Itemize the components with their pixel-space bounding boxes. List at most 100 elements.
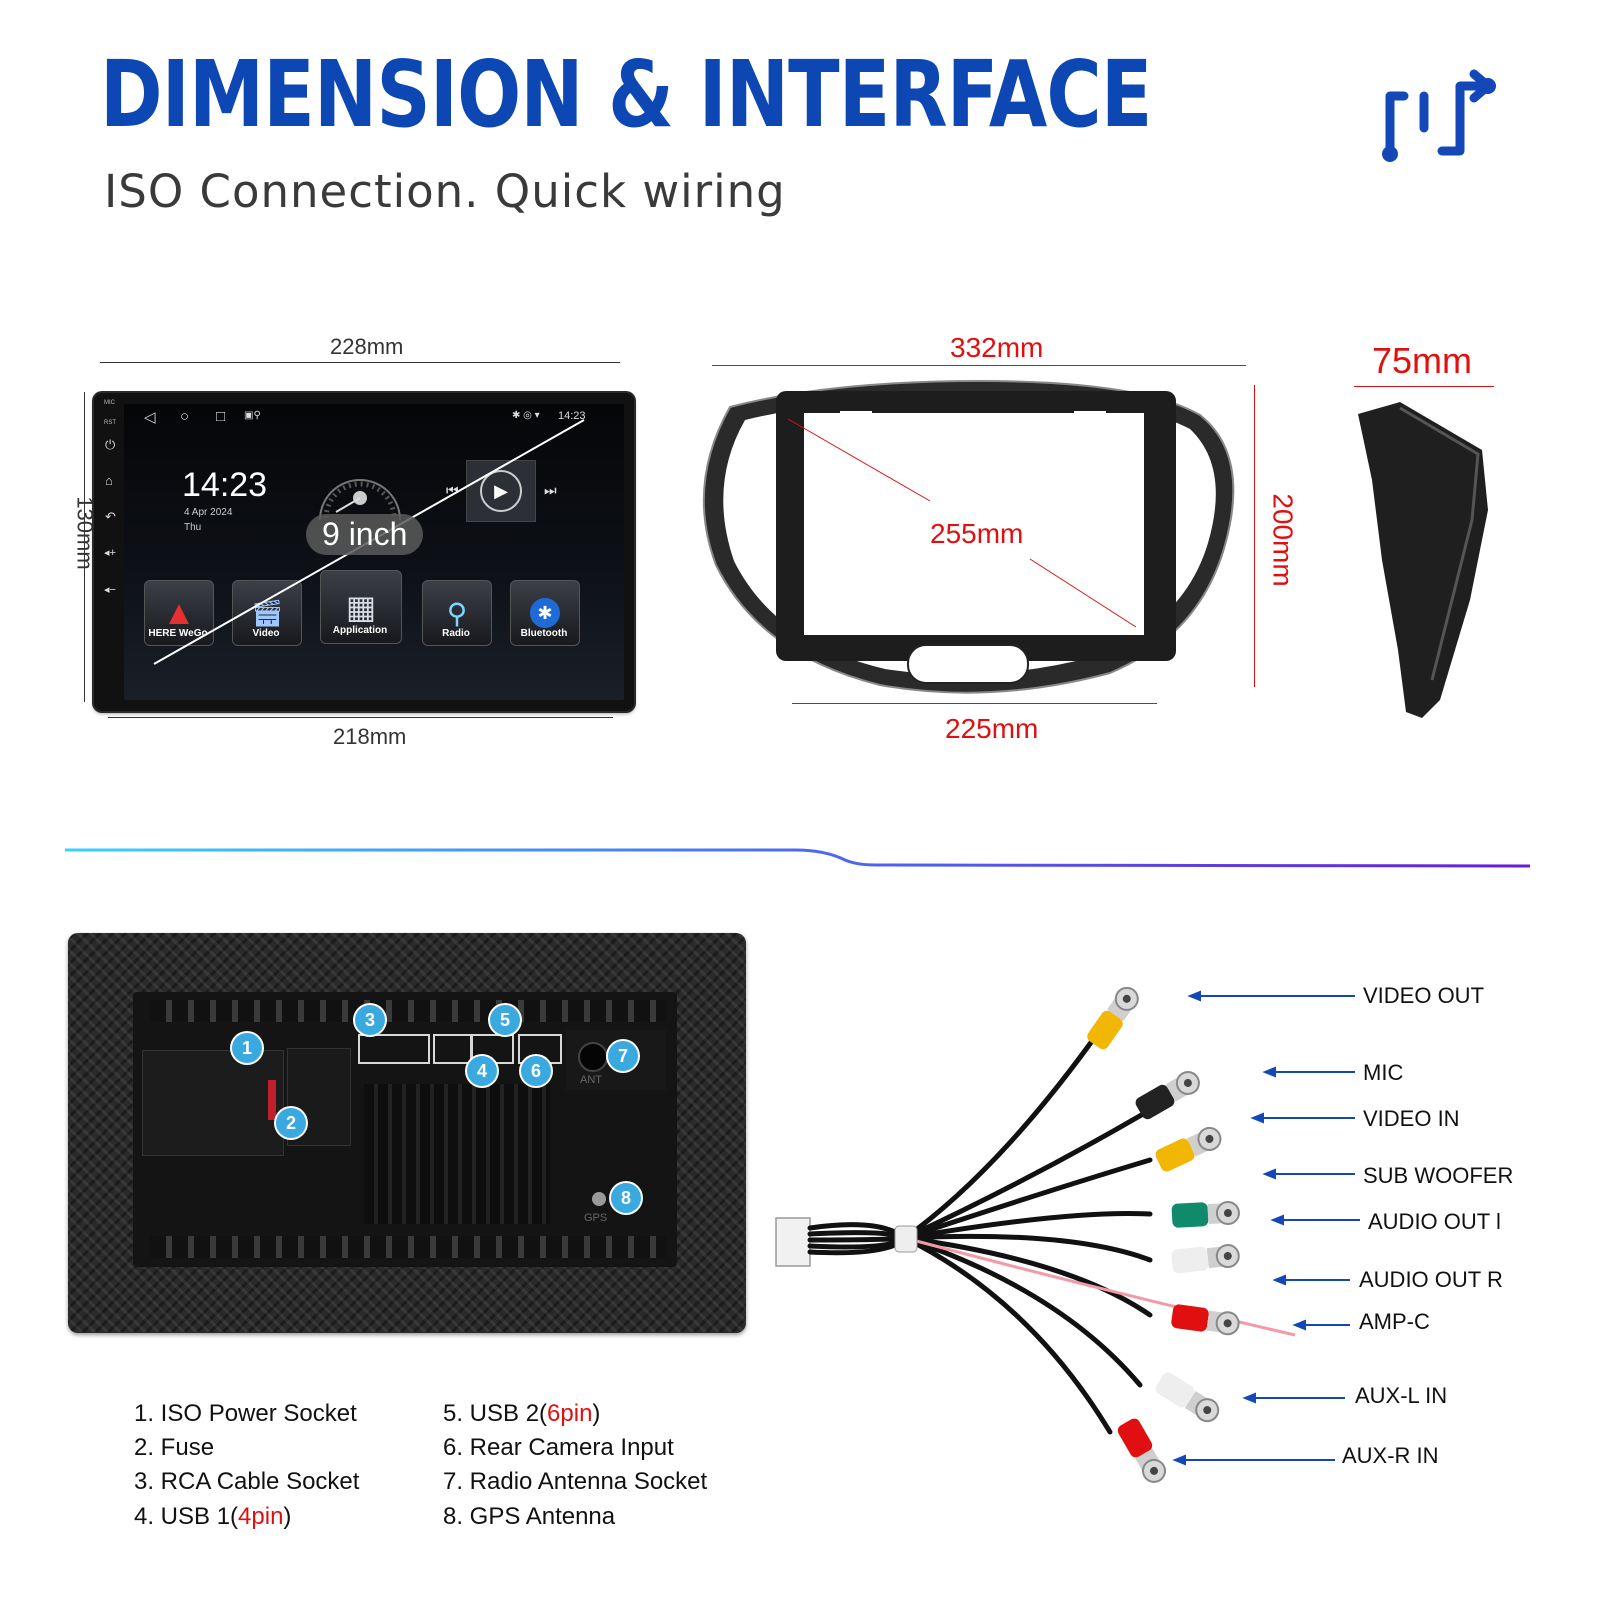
gps-label: GPS	[584, 1212, 608, 1224]
legend-item-5-close: )	[592, 1400, 601, 1427]
app-radio[interactable]: ⚲	[422, 580, 492, 646]
frame-height-line	[1254, 385, 1255, 687]
connection-arrow-icon	[1382, 69, 1496, 162]
antenna-label: ANT	[580, 1074, 602, 1086]
bluetooth-icon: ✱	[530, 598, 560, 628]
unit-width-bottom-label: 218mm	[333, 724, 407, 749]
frame-side-profile	[1358, 402, 1488, 718]
gps-antenna-socket[interactable]	[592, 1192, 606, 1206]
cable-label-video-out: VIDEO OUT	[1363, 983, 1485, 1008]
rca-cable	[775, 981, 1360, 1488]
app-label-application: Application	[332, 625, 388, 636]
cable-label-aux-l-in: AUX-L IN	[1355, 1383, 1448, 1408]
cable-label-aux-r-in: AUX-R IN	[1342, 1443, 1439, 1468]
port-marker-6: 6	[521, 1056, 551, 1086]
unit-width-top-label: 228mm	[330, 334, 404, 359]
audio-out-l-plug	[1169, 1241, 1241, 1275]
depth-label: 75mm	[1372, 340, 1473, 381]
legend-item-5-text: 5. USB 2(	[443, 1400, 548, 1427]
navigation-icon: ▲	[162, 593, 196, 632]
cable-label-audio-out-l: AUDIO OUT l	[1368, 1209, 1501, 1234]
video-in-plug	[1152, 1122, 1226, 1175]
frame-width-top-label: 332mm	[950, 332, 1044, 363]
port-marker-1: 1	[232, 1033, 262, 1063]
port-marker-3: 3	[355, 1005, 385, 1035]
port-marker-5: 5	[490, 1005, 520, 1035]
status-time: 14:23	[558, 410, 586, 422]
rst-button[interactable]: RST	[104, 420, 116, 426]
section-separator	[65, 848, 1530, 868]
status-icons: ✱ ◎ ▾	[512, 410, 540, 421]
screen: ◁ ○ □ ▣⚲ ✱ ◎ ▾ 14:23 14:23 4 Apr 2024 Th…	[124, 404, 624, 700]
cable-label-mic: MIC	[1363, 1060, 1404, 1085]
app-label-bluetooth: Bluetooth	[520, 628, 568, 639]
back-icon[interactable]: ↶	[105, 509, 116, 524]
frame-diagonal-label: 255mm	[930, 518, 1024, 549]
cable-label-sub-woofer: SUB WOOFER	[1363, 1163, 1514, 1188]
video-icon: 🎬︎	[250, 597, 284, 628]
legend-item-2: 2. Fuse	[134, 1434, 215, 1461]
fuse	[268, 1080, 276, 1120]
rca-cable-socket[interactable]	[358, 1034, 430, 1064]
aux-r-in-plug	[1114, 1415, 1171, 1488]
mic-button[interactable]: MIC	[104, 400, 115, 406]
volume-down-icon[interactable]: ◂−	[104, 584, 116, 596]
port-marker-2: 2	[276, 1108, 306, 1138]
legend-item-7: 7. Radio Antenna Socket	[443, 1468, 708, 1495]
legend-item-1: 1. ISO Power Socket	[134, 1400, 357, 1427]
mic-plug	[1132, 1066, 1205, 1123]
cable-label-amp-c: AMP-C	[1359, 1309, 1430, 1334]
app-label-here-wego: HERE WeGo	[148, 628, 208, 639]
video-out-plug	[1083, 981, 1144, 1053]
bottom-rail	[150, 1236, 666, 1258]
app-here-wego[interactable]: ▲	[144, 580, 214, 646]
home-icon[interactable]: ⌂	[105, 473, 113, 488]
usb-status-icon: ▣⚲	[244, 410, 261, 421]
legend-item-5: 5. USB 2(6pin)	[443, 1400, 600, 1428]
app-label-video: Video	[252, 628, 280, 639]
legend-item-8: 8. GPS Antenna	[443, 1503, 616, 1530]
frame-width-bottom-label: 225mm	[945, 713, 1039, 744]
iso-power-socket[interactable]	[142, 1050, 284, 1156]
frame-height-label: 200mm	[1267, 493, 1299, 587]
legend-item-4-pin: 4pin	[238, 1503, 284, 1530]
height-line	[84, 392, 85, 702]
play-icon[interactable]: ▶	[480, 470, 522, 512]
speedometer-icon	[319, 479, 401, 521]
radio-icon: ⚲	[446, 597, 468, 629]
aux-l-in-plug	[1152, 1369, 1224, 1428]
radio-antenna-socket[interactable]	[578, 1042, 608, 1072]
legend-item-4-close: )	[283, 1503, 292, 1530]
frame-width-bottom-line	[792, 703, 1157, 704]
next-track-icon[interactable]: ⏭	[544, 482, 557, 498]
nav-recent-icon[interactable]: □	[216, 408, 226, 425]
port-marker-8: 8	[611, 1183, 641, 1213]
harness-plug	[775, 1217, 811, 1267]
legend-item-6: 6. Rear Camera Input	[443, 1434, 674, 1461]
app-application[interactable]: ▦	[320, 570, 402, 644]
heatsink	[364, 1084, 550, 1224]
date: 4 Apr 2024	[184, 507, 233, 518]
weekday: Thu	[184, 522, 202, 533]
legend-item-4-text: 4. USB 1(	[134, 1503, 239, 1530]
top-rail	[150, 1000, 666, 1022]
nav-back-icon[interactable]: ◁	[144, 409, 156, 426]
app-bluetooth[interactable]: ✱	[510, 580, 580, 646]
page-subtitle: ISO Connection. Quick wiring	[104, 165, 786, 218]
power-icon[interactable]: ⏻	[105, 437, 116, 452]
size-badge: 9 inch	[306, 514, 424, 555]
apps-grid-icon: ▦	[345, 589, 377, 625]
cable-label-video-in: VIDEO IN	[1363, 1106, 1460, 1131]
port-marker-4: 4	[467, 1056, 497, 1086]
volume-up-icon[interactable]: ◂+	[104, 547, 116, 559]
sub-woofer-plug	[1170, 1199, 1241, 1229]
legend-item-4: 4. USB 1(4pin)	[134, 1503, 291, 1531]
app-label-radio: Radio	[442, 628, 470, 639]
port-marker-7: 7	[608, 1041, 638, 1071]
frame-width-top-line	[712, 365, 1246, 366]
usb1-socket[interactable]	[433, 1034, 473, 1064]
page-title: DIMENSION & INTERFACE	[100, 41, 1152, 148]
clock: 14:23	[182, 466, 268, 504]
legend-item-3: 3. RCA Cable Socket	[134, 1468, 360, 1495]
nav-home-icon[interactable]: ○	[180, 408, 190, 425]
